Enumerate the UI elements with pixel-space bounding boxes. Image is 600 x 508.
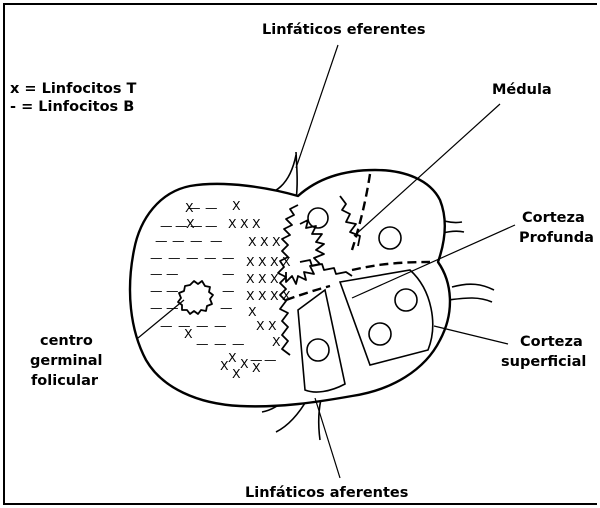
t-lymphocyte-mark: X xyxy=(252,360,261,375)
label-efferent-lymphatics: Linfáticos eferentes xyxy=(262,22,425,38)
b-lymphocyte-mark: — xyxy=(205,218,218,233)
t-lymphocyte-mark: X xyxy=(272,234,281,249)
b-lymphocyte-mark: — xyxy=(214,336,227,351)
pointer-afferent xyxy=(315,398,340,478)
t-lymphocyte-mark: X xyxy=(184,326,193,341)
t-lymphocyte-mark: X xyxy=(282,254,291,269)
b-lymphocyte-mark: — xyxy=(196,336,209,351)
t-lymphocyte-mark: X xyxy=(240,356,249,371)
b-lymphocyte-mark: — xyxy=(160,218,173,233)
b-lymphocyte-mark: — xyxy=(220,300,233,315)
t-lymphocyte-mark: X xyxy=(256,318,265,333)
t-lymphocyte-mark: X xyxy=(186,216,195,231)
t-lymphocyte-mark: X xyxy=(232,198,241,213)
b-lymphocyte-mark: — xyxy=(150,300,163,315)
b-lymphocyte-mark: — xyxy=(166,266,179,281)
t-lymphocyte-mark: X xyxy=(270,288,279,303)
t-lymphocyte-mark: X xyxy=(258,254,267,269)
b-lymphocyte-mark: — xyxy=(172,233,185,248)
b-lymphocyte-mark: — xyxy=(160,318,173,333)
b-lymphocyte-mark: — xyxy=(150,283,163,298)
b-lymphocyte-mark: — xyxy=(155,233,168,248)
t-lymphocyte-mark: X xyxy=(270,254,279,269)
b-lymphocyte-mark: — xyxy=(210,233,223,248)
label-deep-cortex-line1: Corteza xyxy=(522,210,585,226)
t-lymphocyte-mark: X xyxy=(258,288,267,303)
t-lymphocyte-mark: X xyxy=(270,271,279,286)
t-lymphocyte-mark: X xyxy=(228,350,237,365)
b-lymphocyte-mark: — xyxy=(214,318,227,333)
t-lymphocyte-mark: X xyxy=(246,254,255,269)
b-lymphocyte-mark: — xyxy=(222,266,235,281)
label-germinal-center-line2: germinal xyxy=(30,353,103,369)
label-deep-cortex-line2: Profunda xyxy=(519,230,594,246)
b-lymphocyte-mark: — xyxy=(150,250,163,265)
t-lymphocyte-mark: X xyxy=(220,358,229,373)
b-lymphocyte-mark: — xyxy=(166,283,179,298)
t-lymphocyte-mark: X xyxy=(282,288,291,303)
label-germinal-center-line3: folicular xyxy=(31,373,99,389)
t-lymphocyte-mark: X xyxy=(246,288,255,303)
b-lymphocyte-mark: — xyxy=(204,250,217,265)
t-lymphocyte-mark: X xyxy=(248,304,257,319)
b-lymphocyte-mark: — xyxy=(222,283,235,298)
t-lymphocyte-mark: X xyxy=(240,216,249,231)
pointer-superficial-cortex xyxy=(434,326,508,344)
t-lymphocyte-mark: X xyxy=(252,216,261,231)
b-lymphocyte-mark: — xyxy=(196,318,209,333)
label-medulla: Médula xyxy=(492,82,552,98)
t-lymphocyte-mark: X xyxy=(232,366,241,381)
pointer-efferent xyxy=(296,45,338,168)
b-lymphocyte-mark: — xyxy=(222,250,235,265)
legend-t-cells: x = Linfocitos T xyxy=(10,81,137,97)
b-lymphocyte-mark: — xyxy=(168,250,181,265)
right-vessel xyxy=(448,284,494,302)
b-lymphocyte-mark: — xyxy=(264,352,277,367)
label-germinal-center-line1: centro xyxy=(40,333,93,349)
t-lymphocyte-mark: X xyxy=(185,200,194,215)
b-lymphocyte-mark: — xyxy=(150,266,163,281)
b-lymphocyte-mark: — xyxy=(232,336,245,351)
label-superficial-cortex-line1: Corteza xyxy=(520,334,583,350)
t-lymphocyte-mark: X xyxy=(260,234,269,249)
label-superficial-cortex-line2: superficial xyxy=(501,354,586,370)
t-lymphocyte-mark: X xyxy=(258,271,267,286)
b-lymphocyte-mark: — xyxy=(190,233,203,248)
b-lymphocyte-mark: — xyxy=(186,250,199,265)
b-lymphocyte-mark: — xyxy=(205,200,218,215)
t-lymphocyte-mark: X xyxy=(272,334,281,349)
t-lymphocyte-mark: X xyxy=(248,234,257,249)
t-lymphocyte-mark: X xyxy=(268,318,277,333)
t-lymphocyte-mark: X xyxy=(246,271,255,286)
label-afferent-lymphatics: Linfáticos aferentes xyxy=(245,485,408,501)
legend-b-cells: - = Linfocitos B xyxy=(10,99,134,115)
t-lymphocyte-mark: X xyxy=(228,216,237,231)
